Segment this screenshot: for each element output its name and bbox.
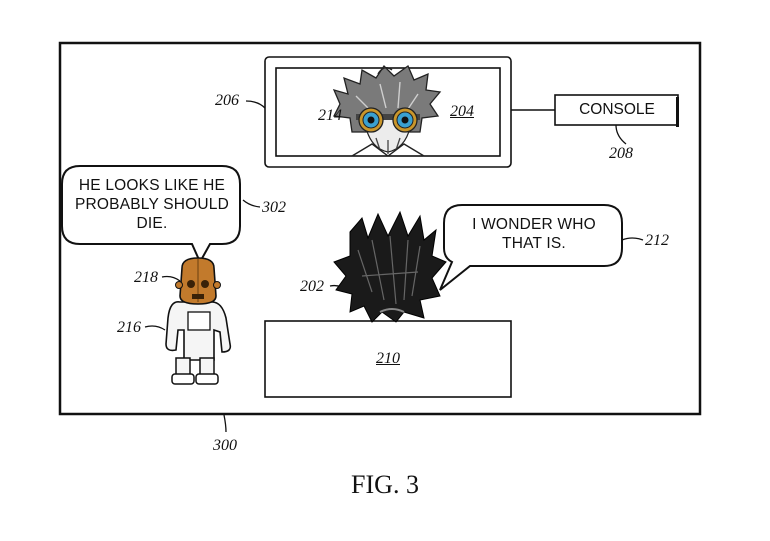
robot-speech-line-1: HE LOOKS LIKE HE xyxy=(78,177,226,194)
ref-214: 214 xyxy=(318,107,342,124)
leader-300 xyxy=(223,414,227,433)
screen-outer-frame xyxy=(264,56,512,168)
robot-character xyxy=(165,257,232,385)
desk-box xyxy=(264,320,512,398)
player-character xyxy=(333,210,447,323)
robot-speech-line-2: PROBABLY SHOULD xyxy=(74,196,230,213)
ref-210: 210 xyxy=(376,350,400,367)
player-speech-bubble xyxy=(439,204,623,291)
console-box-shadow xyxy=(676,97,679,127)
leader-216 xyxy=(144,325,166,331)
console-label: CONSOLE xyxy=(579,101,655,118)
robot-speech-line-3: DIE. xyxy=(136,215,168,232)
leader-206 xyxy=(245,100,266,109)
leader-218 xyxy=(161,275,181,282)
leader-212 xyxy=(621,237,644,241)
ref-218: 218 xyxy=(134,269,158,286)
ref-204: 204 xyxy=(450,103,474,120)
leader-302 xyxy=(242,199,261,208)
leader-208 xyxy=(615,124,627,145)
ref-208: 208 xyxy=(609,145,633,162)
ref-302: 302 xyxy=(262,199,286,216)
screen-avatar xyxy=(332,64,442,157)
ref-216: 216 xyxy=(117,319,141,336)
ref-300: 300 xyxy=(213,437,237,454)
player-speech-line-2: THAT IS. xyxy=(502,235,566,252)
robot-speech-bubble xyxy=(61,165,241,265)
ref-212: 212 xyxy=(645,232,669,249)
player-speech-text: I WONDER WHO THAT IS. xyxy=(446,215,622,253)
robot-speech-text: HE LOOKS LIKE HE PROBABLY SHOULD DIE. xyxy=(64,176,240,233)
player-speech-line-1: I WONDER WHO xyxy=(472,216,596,233)
figure-caption: FIG. 3 xyxy=(351,470,419,499)
ref-202: 202 xyxy=(300,278,324,295)
display-frame xyxy=(58,41,702,416)
ref-206: 206 xyxy=(215,92,239,109)
